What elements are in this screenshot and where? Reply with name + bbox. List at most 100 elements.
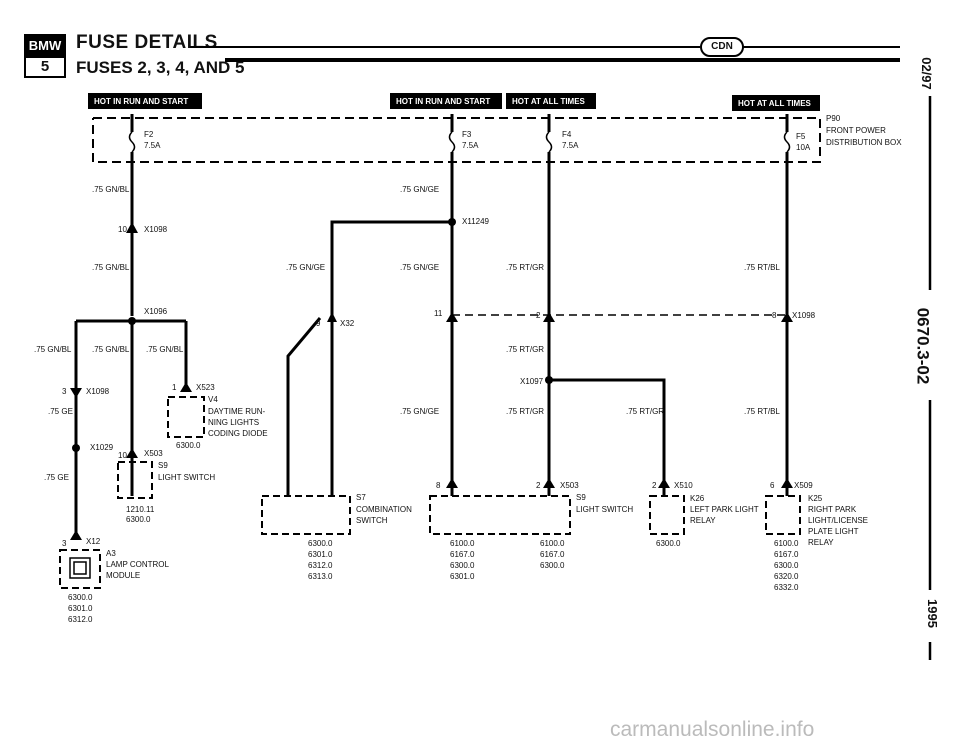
logo-series: 5 [24,58,66,78]
svg-text:HOT AT ALL TIMES: HOT AT ALL TIMES [738,99,812,108]
svg-text:SWITCH: SWITCH [356,516,388,525]
fuse-f2: F2 7.5A [128,114,161,166]
svg-text:X509: X509 [794,481,813,490]
svg-text:2: 2 [652,481,657,490]
svg-text:6300.0: 6300.0 [126,515,151,524]
svg-text:X1029: X1029 [90,443,114,452]
svg-text:6301.0: 6301.0 [308,550,333,559]
footer-watermark: carmanualsonline.info [610,718,815,741]
svg-text:.75 GN/BL: .75 GN/BL [146,345,184,354]
svg-text:RIGHT PARK: RIGHT PARK [808,505,857,514]
svg-text:3: 3 [62,387,67,396]
svg-text:X12: X12 [86,537,101,546]
hot-label-all-times-2: HOT AT ALL TIMES [732,95,820,111]
svg-text:LIGHT SWITCH: LIGHT SWITCH [158,473,215,482]
svg-text:X1098: X1098 [792,311,816,320]
svg-text:DAYTIME RUN-: DAYTIME RUN- [208,407,266,416]
svg-text:RELAY: RELAY [808,538,834,547]
connector-labels: 10 X1098 X1096 3 X1098 X1029 3 X12 1 X52… [62,217,816,548]
svg-text:8: 8 [772,311,777,320]
svg-text:6300.0: 6300.0 [656,539,681,548]
svg-text:6300.0: 6300.0 [450,561,475,570]
svg-text:1210.11: 1210.11 [126,505,155,514]
splice-dots [72,218,553,452]
svg-text:.75 GE: .75 GE [44,473,69,482]
svg-text:6312.0: 6312.0 [308,561,333,570]
svg-text:.75 GE: .75 GE [48,407,73,416]
component-labels: V4 DAYTIME RUN- NING LIGHTS CODING DIODE… [68,395,868,624]
svg-text:2: 2 [536,311,541,320]
svg-text:PLATE LIGHT: PLATE LIGHT [808,527,859,536]
svg-text:2: 2 [536,481,541,490]
svg-text:7.5A: 7.5A [144,141,161,150]
svg-text:11: 11 [434,309,443,318]
svg-text:.75 GN/BL: .75 GN/BL [34,345,72,354]
svg-text:.75 RT/BL: .75 RT/BL [744,263,780,272]
svg-text:.75 GN/GE: .75 GN/GE [286,263,325,272]
svg-text:.75 GN/BL: .75 GN/BL [92,345,130,354]
svg-text:8: 8 [436,481,441,490]
svg-text:6167.0: 6167.0 [774,550,799,559]
svg-text:F4: F4 [562,130,572,139]
svg-text:V4: V4 [208,395,218,404]
svg-text:K25: K25 [808,494,823,503]
svg-text:6301.0: 6301.0 [68,604,93,613]
svg-text:LIGHT/LICENSE: LIGHT/LICENSE [808,516,868,525]
svg-text:X1097: X1097 [520,377,544,386]
svg-text:6167.0: 6167.0 [450,550,475,559]
svg-text:HOT IN RUN AND START: HOT IN RUN AND START [396,97,490,106]
svg-text:6300.0: 6300.0 [540,561,565,570]
svg-text:.75 GN/BL: .75 GN/BL [92,185,130,194]
svg-text:6332.0: 6332.0 [774,583,799,592]
svg-text:X503: X503 [560,481,579,490]
fuse-box-name-2: DISTRIBUTION BOX [826,138,902,147]
header-rules [190,46,900,62]
svg-text:HOT AT ALL TIMES: HOT AT ALL TIMES [512,97,586,106]
wire-labels: .75 GN/BL .75 GN/BL .75 GN/BL .75 GN/BL … [34,185,780,482]
svg-text:.75 GN/BL: .75 GN/BL [92,263,130,272]
svg-text:7.5A: 7.5A [562,141,579,150]
hot-label-all-times-1: HOT AT ALL TIMES [506,93,596,109]
svg-text:RELAY: RELAY [690,516,716,525]
connector-marks [70,222,793,540]
svg-text:6312.0: 6312.0 [68,615,93,624]
svg-text:F2: F2 [144,130,154,139]
svg-text:HOT IN RUN AND START: HOT IN RUN AND START [94,97,188,106]
fuse-box-outline [92,117,821,163]
svg-text:6300.0: 6300.0 [176,441,201,450]
hot-label-run-start-1: HOT IN RUN AND START [88,93,202,109]
svg-text:X32: X32 [340,319,355,328]
svg-text:F5: F5 [796,132,806,141]
svg-text:LIGHT SWITCH: LIGHT SWITCH [576,505,633,514]
svg-text:LAMP CONTROL: LAMP CONTROL [106,560,170,569]
svg-text:.75 GN/GE: .75 GN/GE [400,407,439,416]
svg-text:X1098: X1098 [86,387,110,396]
svg-text:6313.0: 6313.0 [308,572,333,581]
svg-text:COMBINATION: COMBINATION [356,505,412,514]
svg-text:CODING DIODE: CODING DIODE [208,429,268,438]
svg-text:6167.0: 6167.0 [540,550,565,559]
svg-text:K26: K26 [690,494,705,503]
svg-text:.75 RT/GR: .75 RT/GR [506,345,544,354]
fuse-f4: F4 7.5A [545,114,579,166]
svg-text:MODULE: MODULE [106,571,140,580]
page-subtitle: FUSES 2, 3, 4, AND 5 [76,58,245,77]
svg-text:X523: X523 [196,383,215,392]
svg-text:LEFT PARK LIGHT: LEFT PARK LIGHT [690,505,759,514]
svg-text:X510: X510 [674,481,693,490]
page-title: FUSE DETAILS [76,32,218,53]
svg-text:NING LIGHTS: NING LIGHTS [208,418,259,427]
svg-text:S9: S9 [158,461,168,470]
fuse-box-id: P90 [826,114,841,123]
svg-text:S9: S9 [576,493,586,502]
fuse-f3: F3 7.5A [448,114,479,166]
hot-label-run-start-2: HOT IN RUN AND START [390,93,502,109]
svg-text:6: 6 [770,481,775,490]
svg-text:6300.0: 6300.0 [308,539,333,548]
svg-text:A3: A3 [106,549,116,558]
lamp-control-icon [69,557,91,579]
svg-text:.75 RT/GR: .75 RT/GR [626,407,664,416]
svg-text:6100.0: 6100.0 [540,539,565,548]
svg-text:S7: S7 [356,493,366,502]
